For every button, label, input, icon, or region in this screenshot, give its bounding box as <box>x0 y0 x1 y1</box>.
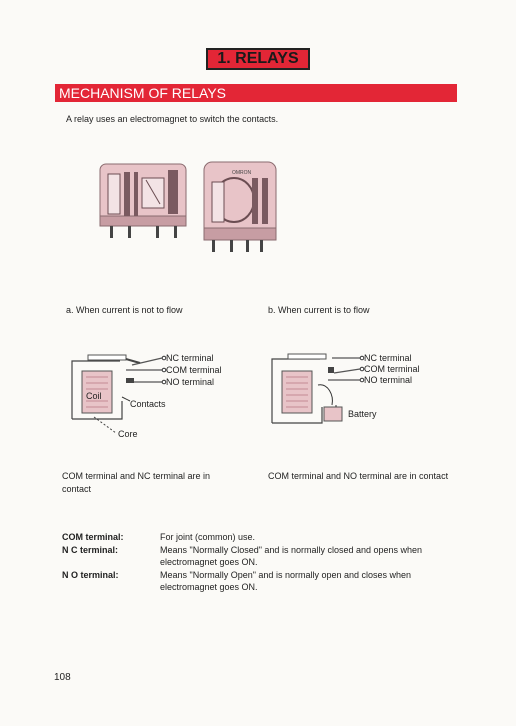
core-label: Core <box>118 429 138 439</box>
diagram-b-description: COM terminal and NO terminal are in cont… <box>268 471 449 481</box>
page-number: 108 <box>54 672 71 683</box>
diagram-b-caption: b. When current is to flow <box>268 305 370 315</box>
relay-diagram-a: Coil NC terminal COM terminal NO termina… <box>71 353 222 439</box>
com-terminal-label: COM terminal <box>364 364 420 374</box>
definition-row: N C terminal: Means "Normally Closed" an… <box>62 544 462 568</box>
coil-label: Coil <box>86 391 102 401</box>
definition-text: For joint (common) use. <box>160 532 256 542</box>
terminal-definitions: COM terminal: For joint (common) use. N … <box>62 531 462 594</box>
diagram-a-description: COM terminal and NC terminal are in cont… <box>62 471 211 494</box>
contacts-label: Contacts <box>130 399 166 409</box>
intro-text: A relay uses an electromagnet to switch … <box>66 114 279 124</box>
definition-term: N O terminal: <box>62 570 119 580</box>
com-terminal-label: COM terminal <box>166 365 222 375</box>
chapter-title: 1. RELAYS <box>206 48 310 70</box>
relay-photo-angled: OMRON <box>203 161 277 252</box>
definition-text: Means "Normally Open" and is normally op… <box>160 570 412 592</box>
section-title: MECHANISM OF RELAYS <box>55 84 457 102</box>
no-terminal-label: NO terminal <box>166 377 214 387</box>
nc-terminal-label: NC terminal <box>364 353 412 363</box>
coil-block <box>281 370 313 414</box>
definition-term: N C terminal: <box>62 545 119 555</box>
no-terminal-label: NO terminal <box>364 375 412 385</box>
relay-photo-front <box>99 163 187 238</box>
definition-term: COM terminal: <box>62 532 124 542</box>
diagram-a-caption: a. When current is not to flow <box>66 305 183 315</box>
relay-diagram-b: NC terminal COM terminal NO terminal Bat… <box>271 353 420 424</box>
battery-icon <box>323 406 343 422</box>
battery-label: Battery <box>348 409 377 419</box>
coil-block <box>81 370 113 414</box>
definition-text: Means "Normally Closed" and is normally … <box>160 545 423 567</box>
definition-row: COM terminal: For joint (common) use. <box>62 531 462 543</box>
nc-terminal-label: NC terminal <box>166 353 214 363</box>
photo-brand-label: OMRON <box>232 170 252 176</box>
definition-row: N O terminal: Means "Normally Open" and … <box>62 569 462 593</box>
